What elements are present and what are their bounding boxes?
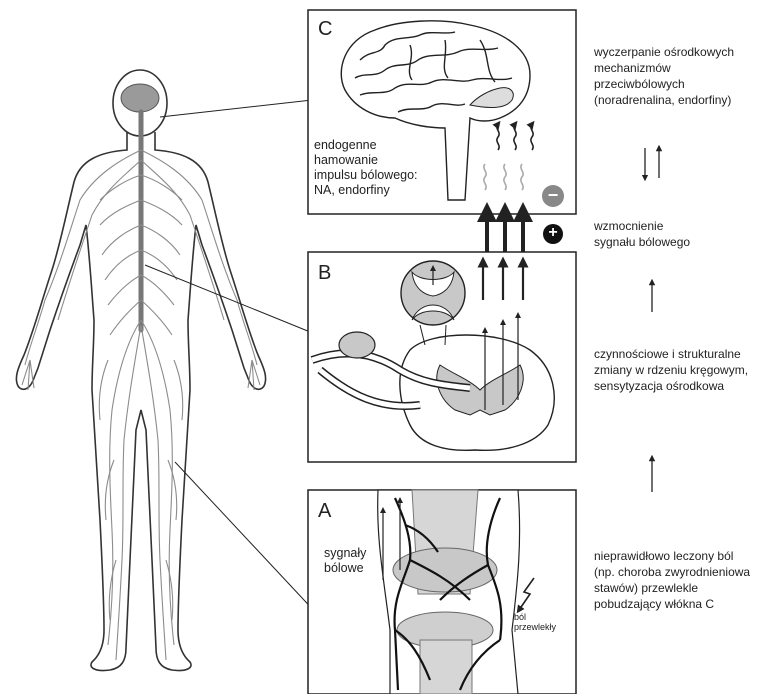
right-text-changes: czynnościowe i strukturalne zmiany w rdz… bbox=[594, 346, 748, 394]
panel-a-box bbox=[308, 490, 576, 694]
pain-signals-line-2: bólowe bbox=[324, 561, 366, 576]
right-text-amplification: wzmocnienie sygnału bólowego bbox=[594, 218, 690, 250]
leader-line-knee bbox=[175, 462, 318, 615]
right-changes-line-1: czynnościowe i strukturalne bbox=[594, 346, 748, 362]
pain-signals-label: sygnały bólowe bbox=[324, 546, 366, 576]
panel-a-letter: A bbox=[318, 500, 331, 523]
chronic-pain-line-1: ból bbox=[514, 612, 556, 622]
right-top-line-1: wyczerpanie ośrodkowych bbox=[594, 44, 734, 60]
right-text-top: wyczerpanie ośrodkowych mechanizmów prze… bbox=[594, 44, 734, 108]
chronic-pain-line-2: przewlekły bbox=[514, 622, 556, 632]
panel-c-line-1: endogenne bbox=[314, 138, 418, 153]
leader-line-brain bbox=[160, 98, 330, 117]
right-changes-line-3: sensytyzacja ośrodkowa bbox=[594, 378, 748, 394]
chronic-pain-label: ból przewlekły bbox=[514, 612, 556, 632]
right-bottom-line-4: pobudzający włókna C bbox=[594, 596, 750, 612]
panel-b-box bbox=[308, 252, 576, 462]
right-amp-line-2: sygnału bólowego bbox=[594, 234, 690, 250]
right-top-line-3: przeciwbólowych bbox=[594, 76, 734, 92]
right-bottom-line-2: (np. choroba zwyrodnieniowa bbox=[594, 564, 750, 580]
panel-c-text: endogenne hamowanie impulsu bólowego: NA… bbox=[314, 138, 418, 198]
panel-b-letter: B bbox=[318, 262, 331, 285]
panel-c-letter: C bbox=[318, 18, 332, 41]
human-body-figure bbox=[16, 70, 265, 671]
minus-sign: − bbox=[547, 185, 559, 205]
right-changes-line-2: zmiany w rdzeniu kręgowym, bbox=[594, 362, 748, 378]
right-amp-line-1: wzmocnienie bbox=[594, 218, 690, 234]
panel-c-line-3: impulsu bólowego: bbox=[314, 168, 418, 183]
panel-c-line-2: hamowanie bbox=[314, 153, 418, 168]
right-bottom-line-3: stawów) przewlekle bbox=[594, 580, 750, 596]
right-bottom-line-1: nieprawidłowo leczony ból bbox=[594, 548, 750, 564]
right-text-bottom: nieprawidłowo leczony ból (np. choroba z… bbox=[594, 548, 750, 612]
right-top-line-2: mechanizmów bbox=[594, 60, 734, 76]
right-top-line-4: (noradrenalina, endorfiny) bbox=[594, 92, 734, 108]
pain-signals-line-1: sygnały bbox=[324, 546, 366, 561]
plus-sign: + bbox=[547, 223, 559, 243]
panel-c-line-4: NA, endorfiny bbox=[314, 183, 418, 198]
ascending-signal-arrows bbox=[487, 212, 523, 252]
